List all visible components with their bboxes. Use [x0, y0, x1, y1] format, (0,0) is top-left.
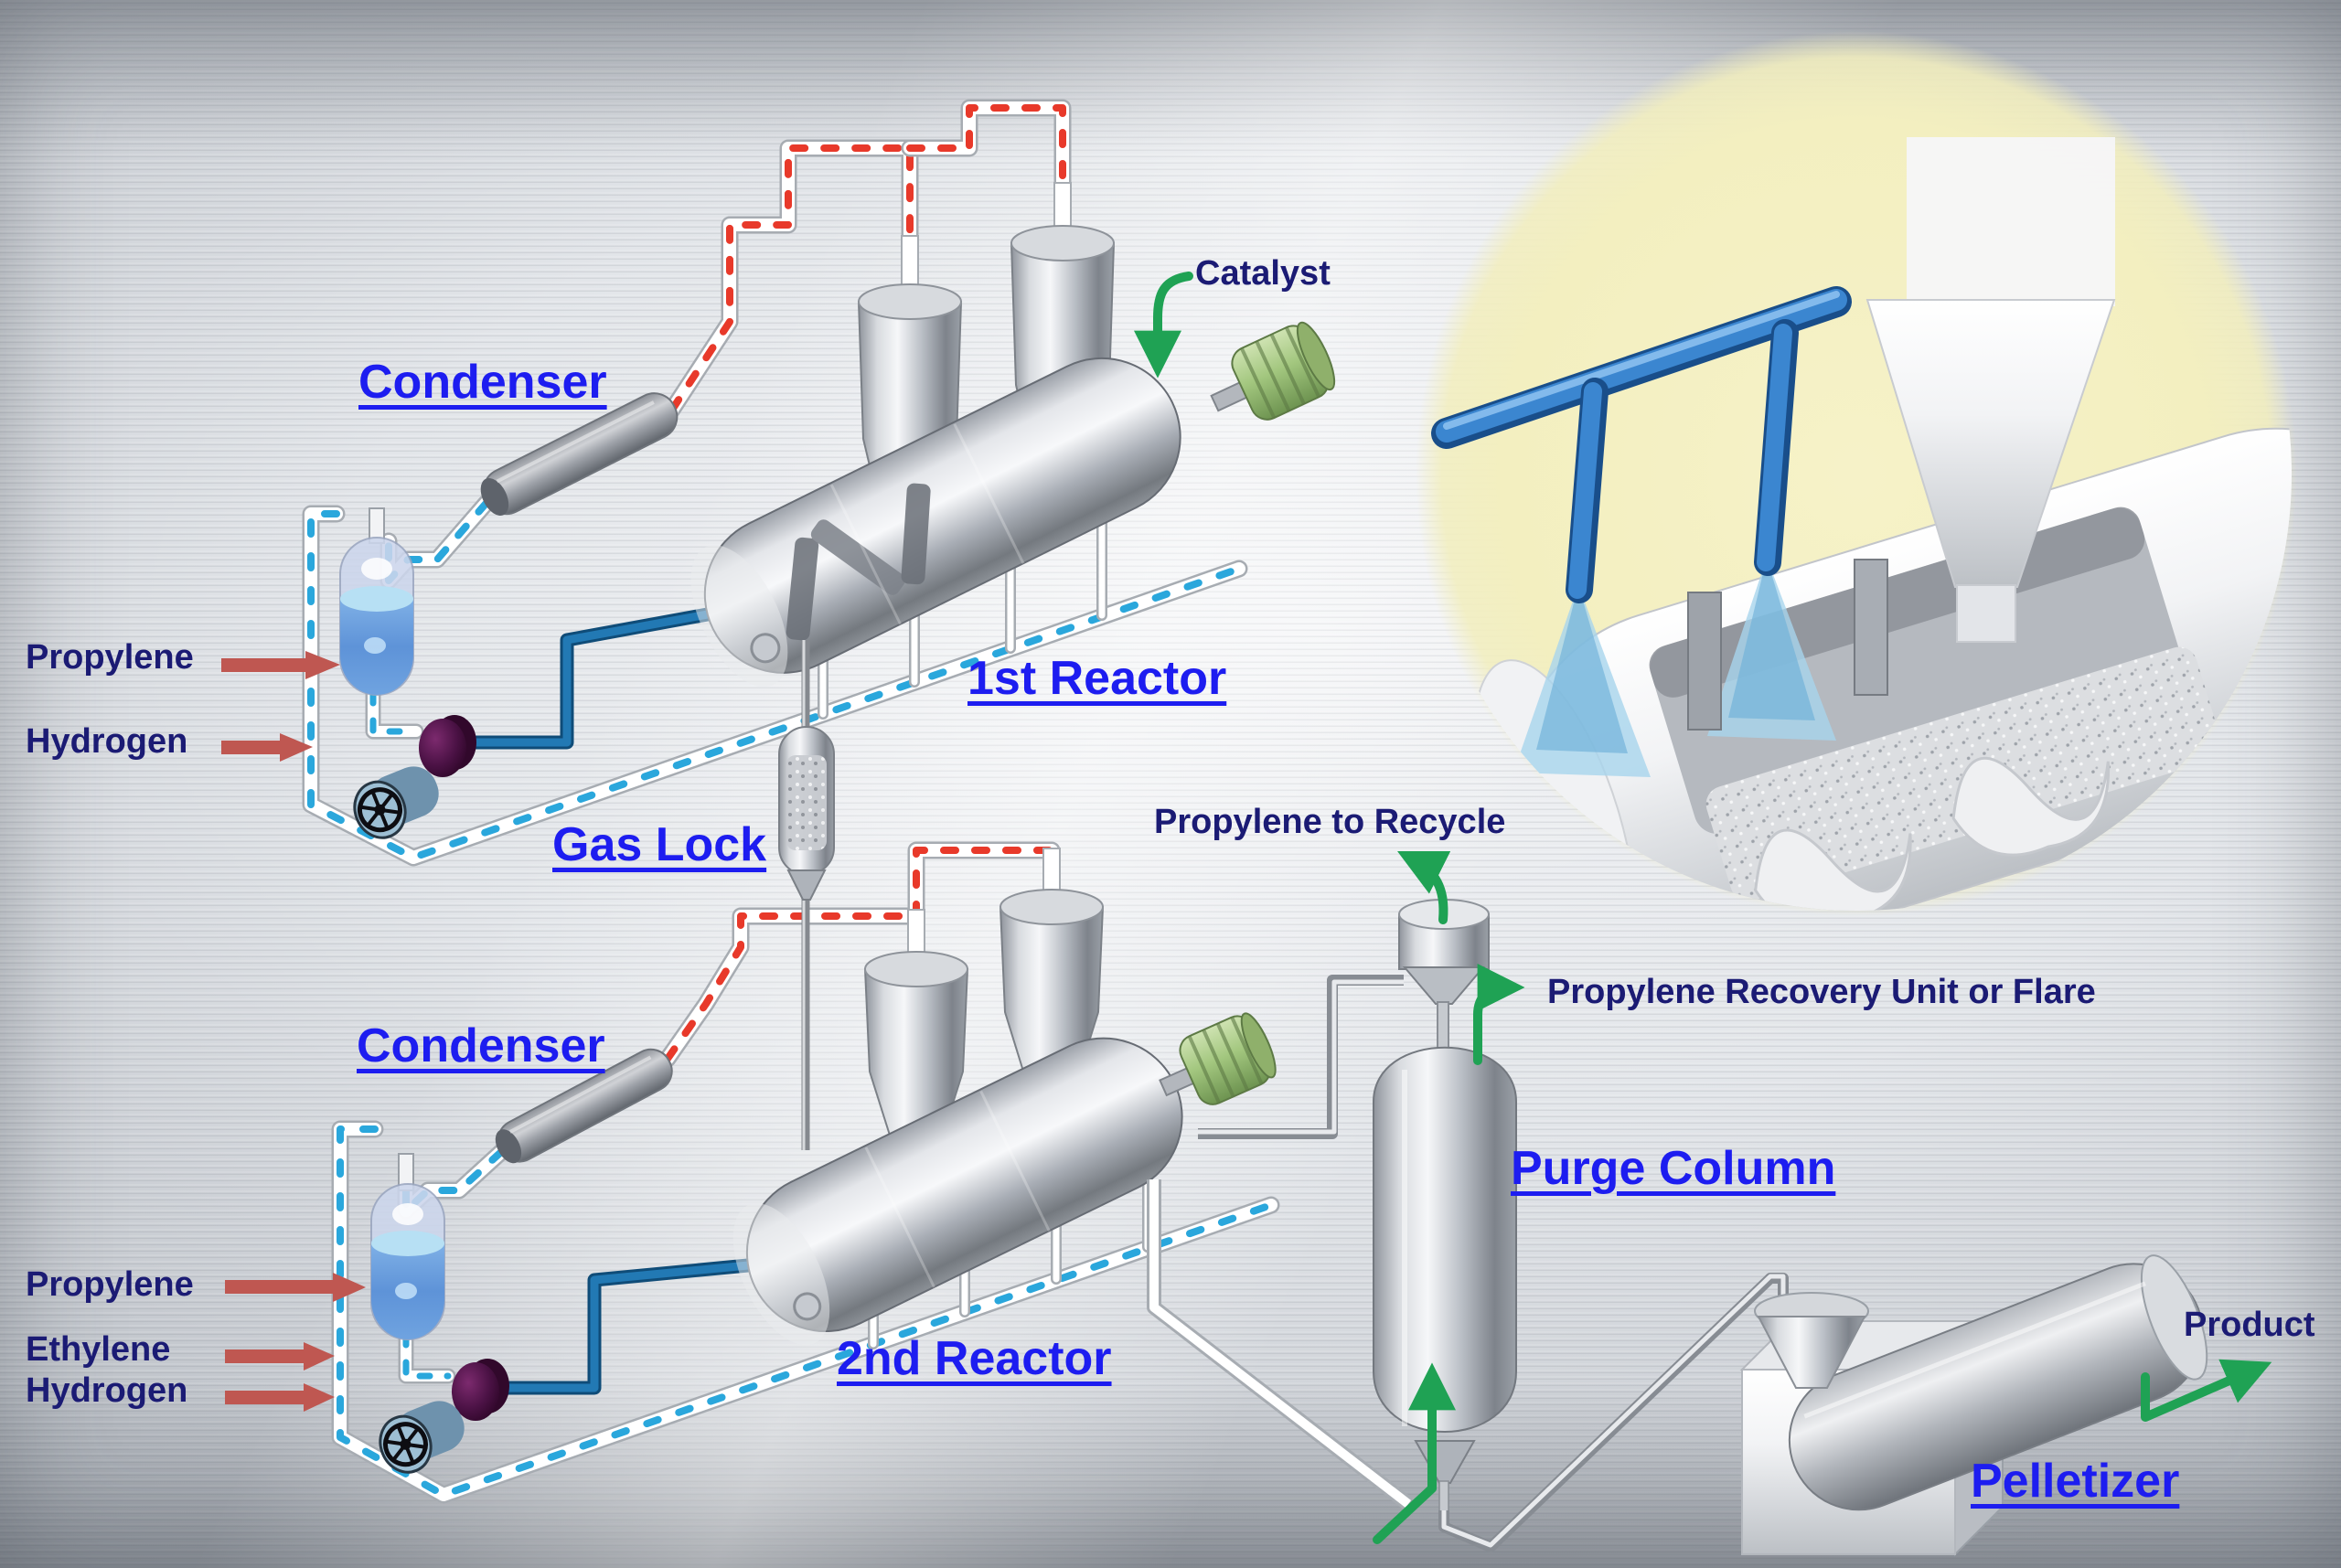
compressor-1: [353, 766, 439, 839]
pump-1: [419, 715, 476, 777]
feed-arrows: [221, 651, 366, 1412]
feed-vessel-2: [370, 1153, 445, 1340]
inset-blue-feed-pipe: [1431, 286, 1852, 603]
gas-lock-vessel: [778, 640, 835, 1150]
reactor-cutaway-inset: [1416, 31, 2297, 916]
propylene-recovery-label: Propylene Recovery Unit or Flare: [1547, 973, 2096, 1011]
reactor1-agitator: [786, 483, 931, 641]
purge-column-label: Purge Column: [1511, 1142, 1836, 1195]
inset-baffle-plate: [1687, 592, 1722, 731]
condenser-1: [480, 392, 679, 516]
pelletizer-barrel: [1788, 1254, 2208, 1511]
hydrogen1-arrow-icon: [221, 733, 313, 762]
hydrogen-2-label: Hydrogen: [26, 1371, 188, 1410]
purge-to-pelletizer-line: [1438, 1273, 1789, 1552]
inset-shell-opening: [1650, 507, 2186, 835]
second-reactor-label: 2nd Reactor: [837, 1332, 1112, 1385]
flow-arrows: [1134, 272, 2272, 1544]
gas-lock-label: Gas Lock: [552, 818, 767, 871]
catalyst-label: Catalyst: [1195, 254, 1331, 293]
first-reactor-label: 1st Reactor: [967, 652, 1227, 705]
reactor2-overhead-line: [1198, 975, 1404, 1139]
feed-vessel-1: [339, 507, 414, 696]
compressor-2: [379, 1401, 465, 1474]
feed-loop-1-pipe: [302, 505, 1248, 867]
pelletizer-unit: [1739, 1254, 2208, 1557]
ethylene-2-label: Ethylene: [26, 1330, 171, 1369]
feed-loop-2-pipe: [331, 1120, 1280, 1504]
reactor1-loop-pipe: [464, 601, 750, 750]
reactor2-hot-gas-pipe: [658, 841, 1061, 1068]
first-reactor-vessel: [690, 357, 1181, 688]
propylene-to-recycle-label: Propylene to Recycle: [1154, 803, 1506, 841]
propylene-1-label: Propylene: [26, 638, 194, 677]
ethylene2-arrow-icon: [225, 1342, 335, 1371]
inset-screw-flight: [1754, 828, 1912, 911]
propylene-2-label: Propylene: [26, 1265, 194, 1304]
inset-screw-flight: [1951, 756, 2111, 857]
inset-feed-funnel: [1865, 137, 2116, 643]
pelletizer-label: Pelletizer: [1971, 1455, 2180, 1508]
hydrogen-1-label: Hydrogen: [26, 722, 188, 761]
reactor2-motor: [1159, 1012, 1277, 1105]
hydrogen2-arrow-icon: [225, 1383, 335, 1412]
product-label: Product: [2184, 1306, 2315, 1344]
reactor1-hot-gas-pipe: [663, 99, 1072, 419]
inset-baffle-plate: [1854, 559, 1888, 696]
reactor1-feed-taps: [818, 512, 1107, 720]
catalyst-arrow-icon: [1134, 272, 1193, 379]
product-arrow-icon: [2141, 1359, 2272, 1422]
reactor2-loop-pipe: [496, 1254, 794, 1395]
reactor2-purge-line: [1147, 1179, 1413, 1510]
condenser-1-label: Condenser: [358, 356, 607, 409]
recycle-arrow-icon: [1397, 851, 1451, 924]
recovery-arrow-icon: [1473, 964, 1525, 1065]
reactor1-motor: [1210, 321, 1336, 421]
condenser-2-label: Condenser: [357, 1019, 605, 1072]
pump-2: [452, 1359, 509, 1421]
propylene1-arrow-icon: [221, 651, 340, 679]
propylene2-arrow-icon: [225, 1273, 366, 1302]
condenser-2: [495, 1048, 673, 1164]
purge-column-vessel: [1373, 1046, 1517, 1513]
reactor2-feed-taps: [868, 1169, 1153, 1349]
purge-inlet-arrow-icon: [1373, 1362, 1456, 1544]
